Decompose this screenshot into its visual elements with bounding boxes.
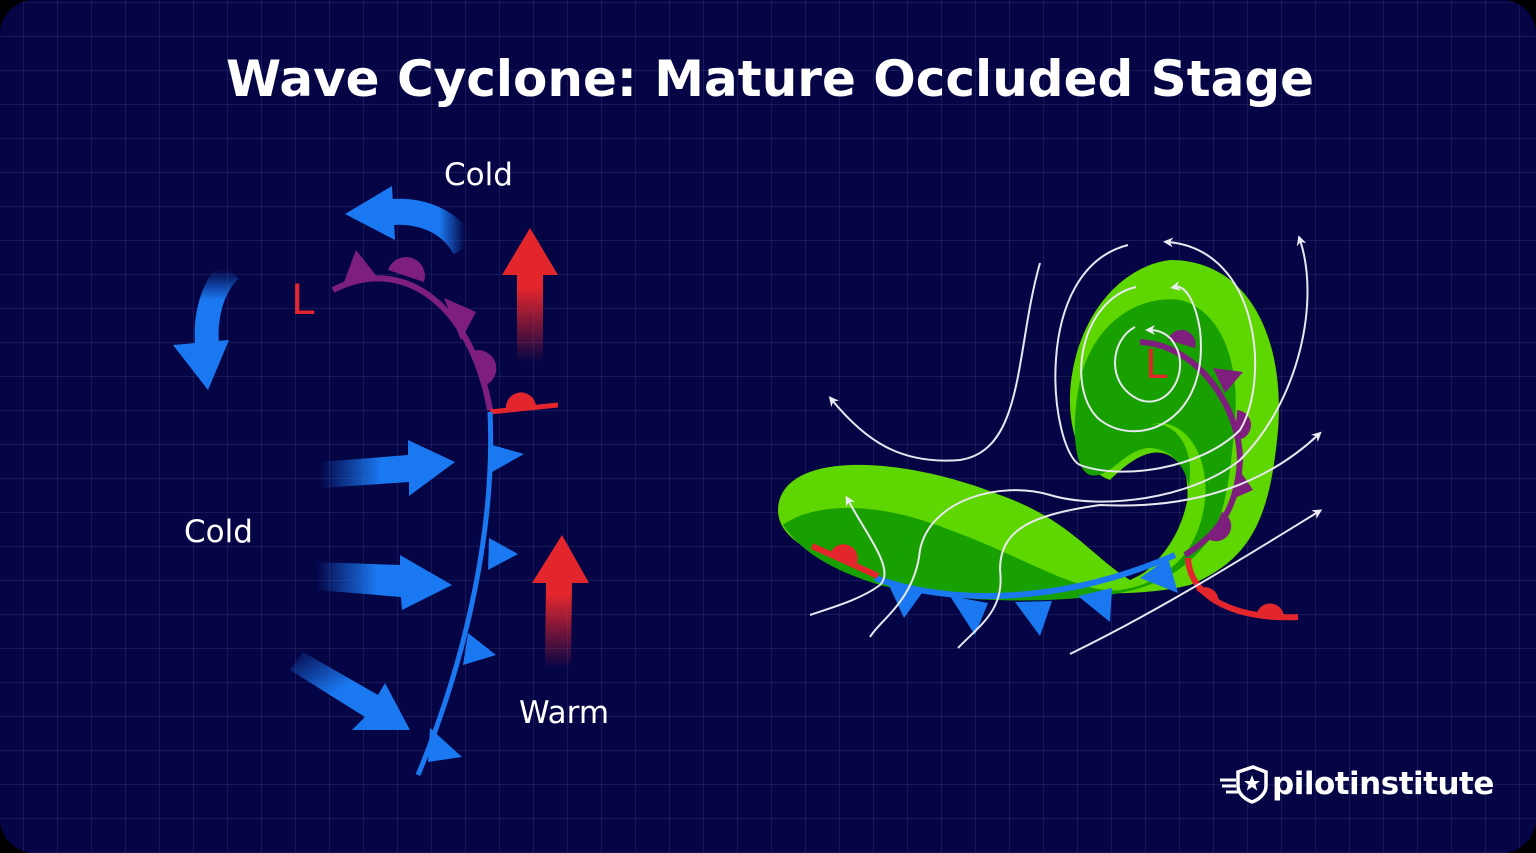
warm-air-arrow-bottom-icon [532, 535, 589, 668]
right-plan-view [778, 235, 1323, 655]
warm-front-left-icon [489, 392, 559, 415]
wind-streamlines [809, 235, 1323, 655]
pilot-institute-logo: pilotinstitute [1218, 764, 1494, 804]
cold-air-arrow-top-icon [345, 186, 477, 255]
low-pressure-label-left: L [291, 275, 315, 324]
cold-air-arrow-1-icon [320, 440, 455, 496]
left-cross-section [173, 186, 589, 776]
warm-air-arrow-top-icon [502, 228, 558, 362]
page-title: Wave Cyclone: Mature Occluded Stage [225, 50, 1315, 108]
warm-front-right-east-icon [1185, 557, 1299, 621]
shield-star-wings-icon [1220, 765, 1268, 804]
low-pressure-label-right: L [1145, 342, 1168, 388]
cold-air-arrow-3-icon [290, 652, 410, 730]
cold-air-arrow-left-icon [173, 261, 239, 390]
logo-text: pilotinstitute [1272, 766, 1494, 802]
cold-front-left-icon [415, 411, 524, 776]
warm-front-right-west-icon [810, 543, 880, 579]
occluded-front-left-icon [331, 250, 497, 411]
cold-air-arrow-2-icon [316, 555, 452, 610]
warm-label: Warm [519, 695, 610, 731]
cold-front-right-icon [873, 552, 1178, 636]
cold-label-left: Cold [184, 514, 253, 550]
cold-label-top: Cold [444, 157, 513, 193]
